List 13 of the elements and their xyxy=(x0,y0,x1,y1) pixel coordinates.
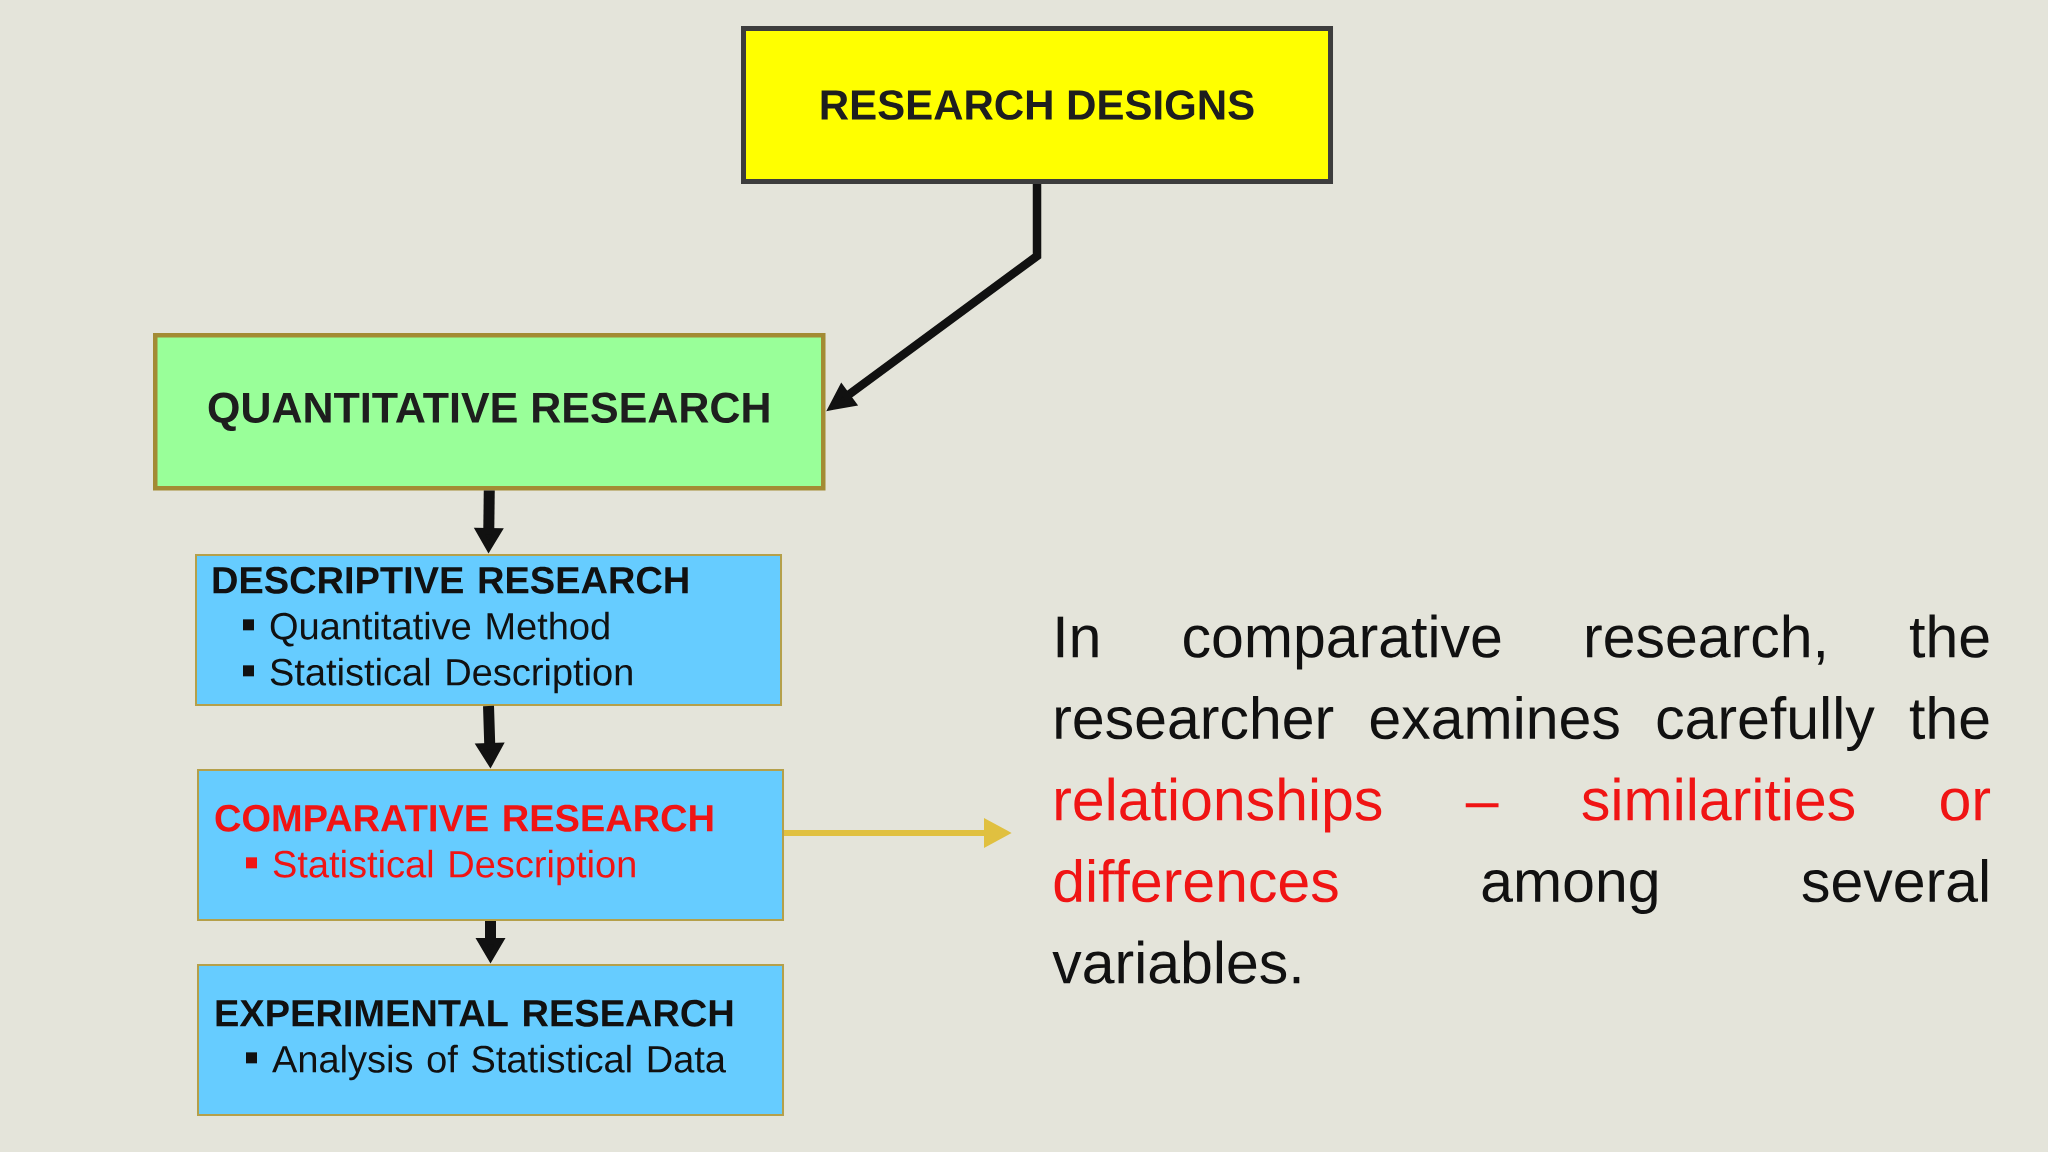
list-item: Statistical Description xyxy=(270,657,632,694)
box-heading: COMPARATIVE RESEARCH xyxy=(215,804,713,832)
process-box: QUANTITATIVE RESEARCH xyxy=(153,333,826,491)
list-item: Quantitative Method xyxy=(270,611,609,647)
process-box xyxy=(197,964,784,1116)
process-box xyxy=(197,769,784,921)
process-box xyxy=(195,554,782,706)
box-heading: DESCRIPTIVE RESEARCH xyxy=(213,566,688,594)
list-item: Analysis of Statistical Data xyxy=(272,1044,726,1081)
box-heading: EXPERIMENTAL RESEARCH xyxy=(216,999,733,1027)
paragraph: In comparative research, the researcher examines carefully the relationships – similarities or differences among several variables. xyxy=(1052,614,1991,984)
list-item: Statistical Description xyxy=(273,849,635,886)
title-box: RESEARCH DESIGNS xyxy=(741,26,1333,184)
